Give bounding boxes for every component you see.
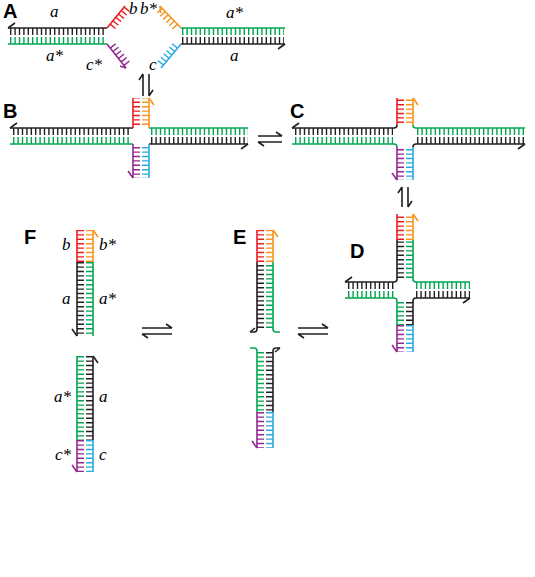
panel-e-junction: [250, 230, 280, 448]
strand-label: c: [149, 56, 157, 75]
panel-f-duplexes: [72, 230, 98, 472]
strand-label: b*: [99, 236, 116, 255]
panel-letter: A: [3, 0, 17, 22]
strand-label: a: [99, 388, 108, 407]
equilibrium-arrows: [298, 324, 328, 338]
strand-label: a: [62, 290, 71, 309]
strand-label: a: [50, 3, 59, 22]
strand-label: b: [62, 236, 71, 255]
strand-label: a*: [226, 4, 243, 23]
equilibrium-arrows: [139, 74, 153, 96]
equilibrium-arrows: [258, 132, 282, 146]
strand-label: c*: [86, 56, 102, 75]
strand-label: a*: [54, 388, 71, 407]
panel-letter: E: [233, 226, 246, 248]
strand-label: a: [230, 47, 239, 66]
panel-letter: B: [3, 100, 17, 122]
panel-letter: C: [290, 100, 304, 122]
equilibrium-arrows: [142, 324, 172, 338]
panel-letter: F: [24, 226, 36, 248]
panel-d-junction: [345, 214, 470, 352]
strand-label: c*: [55, 446, 71, 465]
strand-label: c: [99, 446, 107, 465]
strand-label: a*: [46, 47, 63, 66]
panel-letter: D: [350, 240, 364, 262]
strand-label: b*: [140, 0, 157, 19]
strand-label: a*: [99, 290, 116, 309]
equilibrium-arrows: [398, 187, 412, 207]
panel-b-junction: [10, 98, 248, 178]
strand-label: b: [129, 0, 138, 19]
panel-c-junction: [292, 98, 525, 180]
